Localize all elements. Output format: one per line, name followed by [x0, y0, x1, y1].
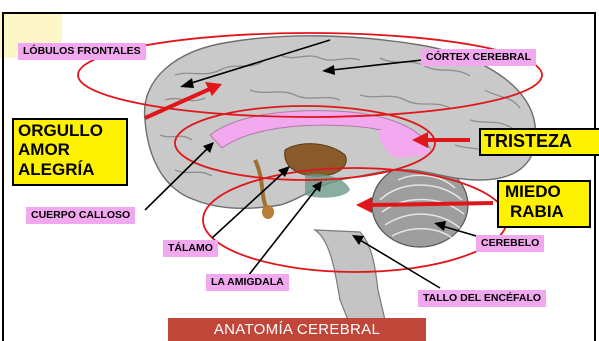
emotion-orgullo: ORGULLO — [18, 121, 103, 141]
label-cortex-cerebral: CÓRTEX CEREBRAL — [421, 49, 536, 66]
label-tallo-del-encefalo: TALLO DEL ENCÉFALO — [418, 290, 546, 307]
label-cerebelo: CEREBELO — [476, 235, 544, 252]
label-talamo: TÁLAMO — [163, 240, 218, 257]
emotion-miedo: MIEDO — [505, 182, 561, 202]
emotion-alegria: ALEGRÍA — [18, 160, 95, 180]
label-la-amigdala: LA AMIGDALA — [206, 274, 289, 291]
pituitary — [262, 205, 274, 219]
brainstem — [315, 230, 385, 320]
diagram-title: ANATOMÍA CEREBRAL — [168, 318, 426, 341]
emotion-rabia: RABIA — [510, 202, 564, 222]
label-lobulos-frontales: LÓBULOS FRONTALES — [18, 43, 146, 60]
emotion-amor: AMOR — [18, 140, 70, 160]
label-cuerpo-calloso: CUERPO CALLOSO — [26, 207, 135, 224]
emotion-tristeza: TRISTEZA — [484, 131, 572, 152]
